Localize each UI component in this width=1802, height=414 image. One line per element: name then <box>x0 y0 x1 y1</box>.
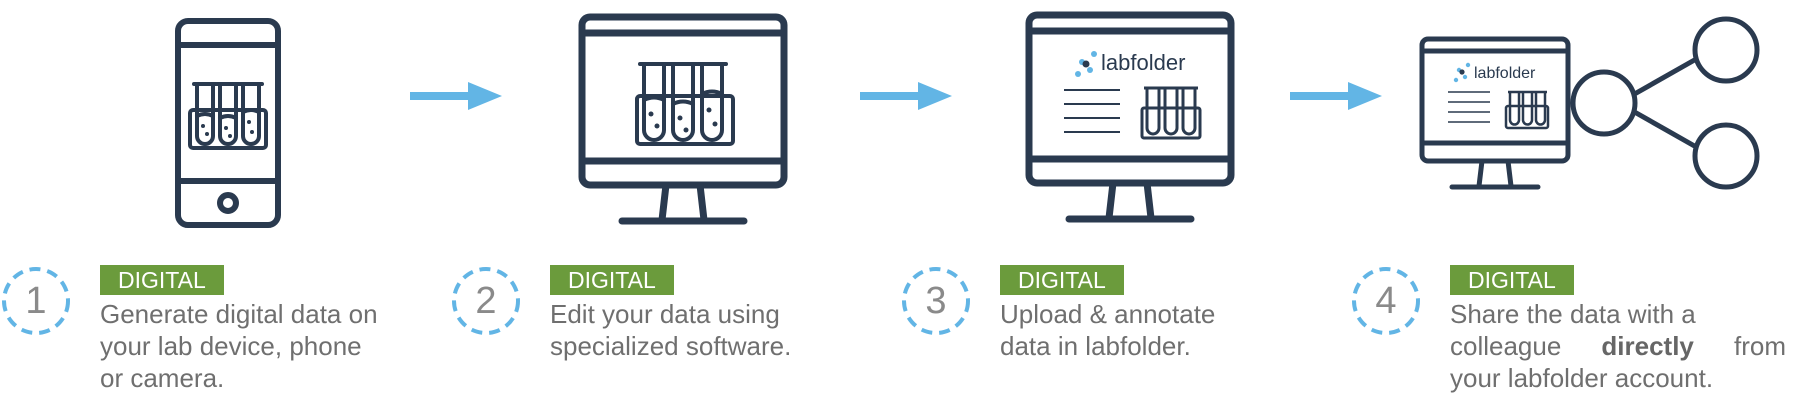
step-3: 3 DIGITAL Upload & annotate data in labf… <box>900 265 1260 405</box>
test-tubes-icon <box>188 82 268 150</box>
digital-badge: DIGITAL <box>1000 265 1124 295</box>
desc-line: your labfolder account. <box>1450 363 1714 393</box>
digital-badge: DIGITAL <box>100 265 224 295</box>
dashed-circle-icon <box>2 267 70 335</box>
monitor-icon <box>578 13 788 225</box>
labfolder-logo-icon <box>1075 51 1097 77</box>
desc-line: Edit your data using <box>550 299 780 329</box>
step-description: Edit your data using specialized softwar… <box>550 298 791 362</box>
monitor-labfolder-icon: labfolder <box>1025 11 1235 223</box>
step-1: 1 DIGITAL Generate digital data on your … <box>0 265 378 405</box>
step-2: 2 DIGITAL Edit your data using specializ… <box>450 265 810 405</box>
desc-line: specialized software. <box>550 331 792 361</box>
step-description: Share the data with a colleague directly… <box>1450 298 1786 394</box>
right-arrow-icon <box>410 82 502 110</box>
right-arrow-icon <box>1290 82 1382 110</box>
step-number: 1 <box>25 280 47 322</box>
desc-line: data in labfolder. <box>1000 331 1191 361</box>
step-description: Upload & annotate data in labfolder. <box>1000 298 1215 362</box>
desc-line: Generate digital data on <box>100 299 378 329</box>
step-number: 3 <box>925 280 947 322</box>
phone-icon <box>175 18 281 228</box>
step-number: 4 <box>1375 280 1397 322</box>
step-description: Generate digital data on your lab device… <box>100 298 412 394</box>
labfolder-logo-icon <box>1453 62 1471 83</box>
digital-badge: DIGITAL <box>1450 265 1574 295</box>
right-arrow-icon <box>860 82 952 110</box>
dashed-circle-icon <box>902 267 970 335</box>
share-icon <box>1570 16 1760 190</box>
workflow-icons: labfolder <box>175 11 1760 228</box>
step-4: 4 DIGITAL Share the data with a colleagu… <box>1350 265 1800 405</box>
desc-line: colleague directly from <box>1450 330 1786 362</box>
small-monitor-labfolder-icon: labfolder <box>1419 36 1571 190</box>
labfolder-brand-text: labfolder <box>1101 50 1185 75</box>
dashed-circle-icon <box>452 267 520 335</box>
step-number: 2 <box>475 280 497 322</box>
test-tubes-icon <box>1140 86 1202 140</box>
desc-line: or camera. <box>100 363 225 393</box>
desc-bold-word: directly <box>1601 331 1694 361</box>
desc-word: colleague <box>1450 331 1562 361</box>
dashed-circle-icon <box>1352 267 1420 335</box>
desc-line: your lab device, phone <box>100 331 362 361</box>
digital-badge: DIGITAL <box>550 265 674 295</box>
test-tubes-icon <box>635 62 735 146</box>
desc-word: from <box>1734 331 1786 361</box>
desc-line: Upload & annotate <box>1000 299 1216 329</box>
test-tubes-icon <box>1504 90 1550 130</box>
desc-line: Share the data with a <box>1450 299 1696 329</box>
labfolder-brand-text: labfolder <box>1474 65 1536 82</box>
